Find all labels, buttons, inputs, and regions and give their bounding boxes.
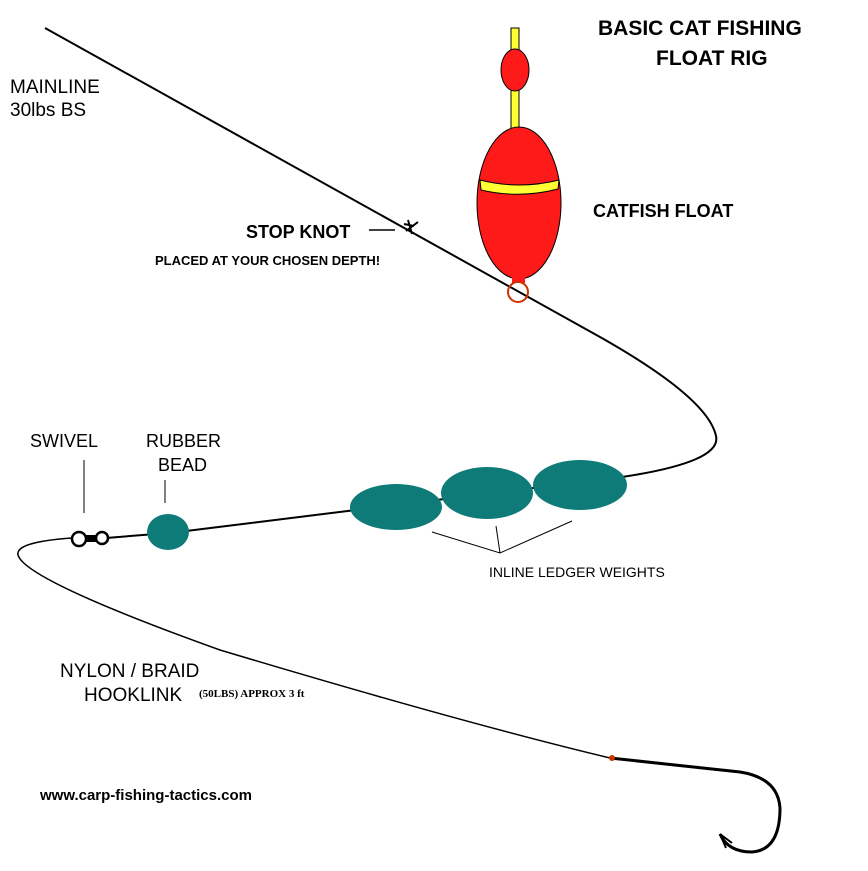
stop-knot-label: STOP KNOT — [246, 222, 351, 242]
hooklink-label-line-2: HOOKLINK — [84, 685, 183, 706]
stop-knot-icon — [403, 219, 419, 235]
stop-knot-note: PLACED AT YOUR CHOSEN DEPTH! — [155, 253, 381, 268]
ledger-weights-label: INLINE LEDGER WEIGHTS — [489, 564, 665, 580]
title-line-1: BASIC CAT FISHING — [598, 17, 802, 40]
website-url: www.carp-fishing-tactics.com — [40, 787, 252, 804]
mainline-strength-label: 30lbs BS — [10, 100, 87, 121]
hooklink-spec: (50LBS) APPROX 3 ft — [199, 688, 305, 700]
rubber-bead-label-line-2: BEAD — [158, 455, 208, 475]
ledger-weight — [441, 467, 533, 519]
ledger-weight — [533, 460, 627, 510]
hook-icon — [609, 755, 782, 854]
hooklink-label-line-1: NYLON / BRAID — [60, 661, 200, 682]
rubber-bead-label-line-1: RUBBER — [146, 431, 222, 451]
swivel-label: SWIVEL — [30, 431, 99, 451]
ledger-weights — [350, 460, 627, 530]
ledger-weight — [350, 484, 442, 530]
hooklink-line — [17, 537, 611, 759]
ledger-weights-pointer — [431, 520, 573, 554]
title-line-2: FLOAT RIG — [656, 47, 768, 70]
mainline-label: MAINLINE — [10, 77, 100, 98]
float-icon — [476, 27, 562, 303]
catfish-float-label: CATFISH FLOAT — [593, 201, 734, 221]
swivel-icon — [70, 530, 110, 548]
mainline — [44, 27, 718, 478]
rubber-bead — [147, 514, 189, 550]
